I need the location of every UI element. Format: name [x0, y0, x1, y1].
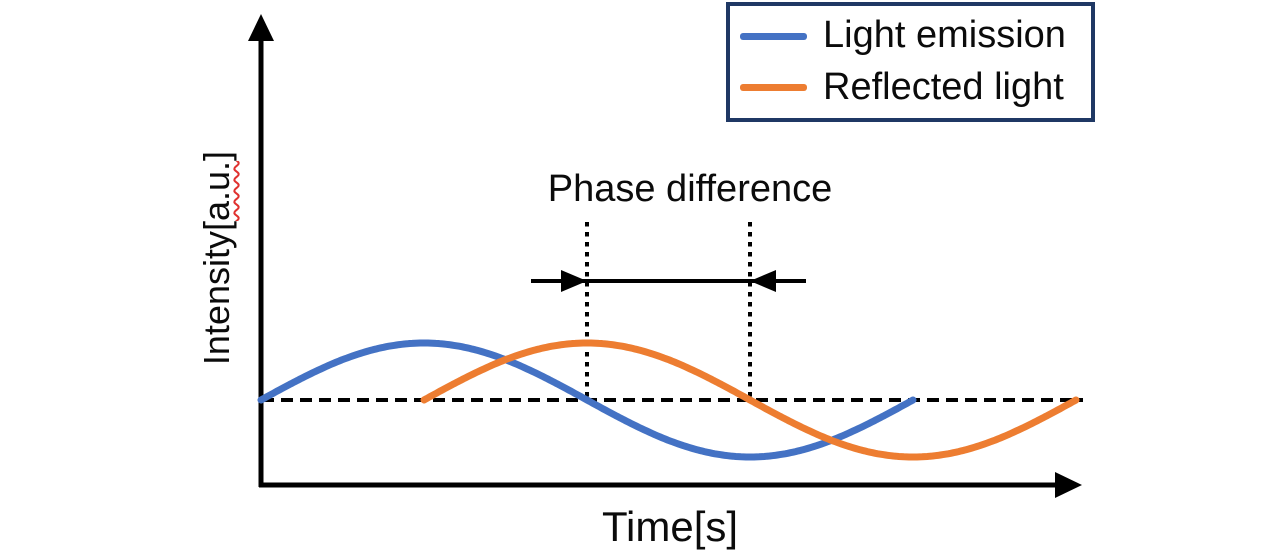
reflected-light-swatch-icon [740, 84, 807, 92]
phase-arrowhead-right-icon [561, 270, 587, 292]
y-axis-label-unit-with-proofing-squiggle: a.u. [196, 160, 237, 221]
phase-arrowhead-left-icon [750, 270, 776, 292]
x-axis-label: Time[s] [601, 503, 739, 550]
legend-label-light-emission: Light emission [823, 14, 1066, 57]
y-axis-label-suffix: ] [196, 150, 237, 161]
reflected-light-curve [420, 339, 1080, 461]
legend-box: Light emission Reflected light [726, 2, 1095, 122]
y-axis-arrowhead-icon [248, 14, 274, 41]
phase-difference-label: Phase difference [547, 168, 833, 210]
light-emission-curve [257, 339, 917, 461]
x-axis-arrowhead-icon [1055, 472, 1082, 498]
legend-row-reflected-light: Reflected light [740, 66, 1091, 109]
chart-dynamic-layer [257, 222, 1080, 461]
y-axis-label-prefix: Intensity[ [196, 220, 237, 366]
legend-label-reflected-light: Reflected light [823, 66, 1064, 108]
y-axis-label: Intensity[a.u.] [196, 151, 238, 365]
light-emission-swatch-icon [740, 32, 807, 40]
legend-row-light-emission: Light emission [740, 14, 1091, 57]
